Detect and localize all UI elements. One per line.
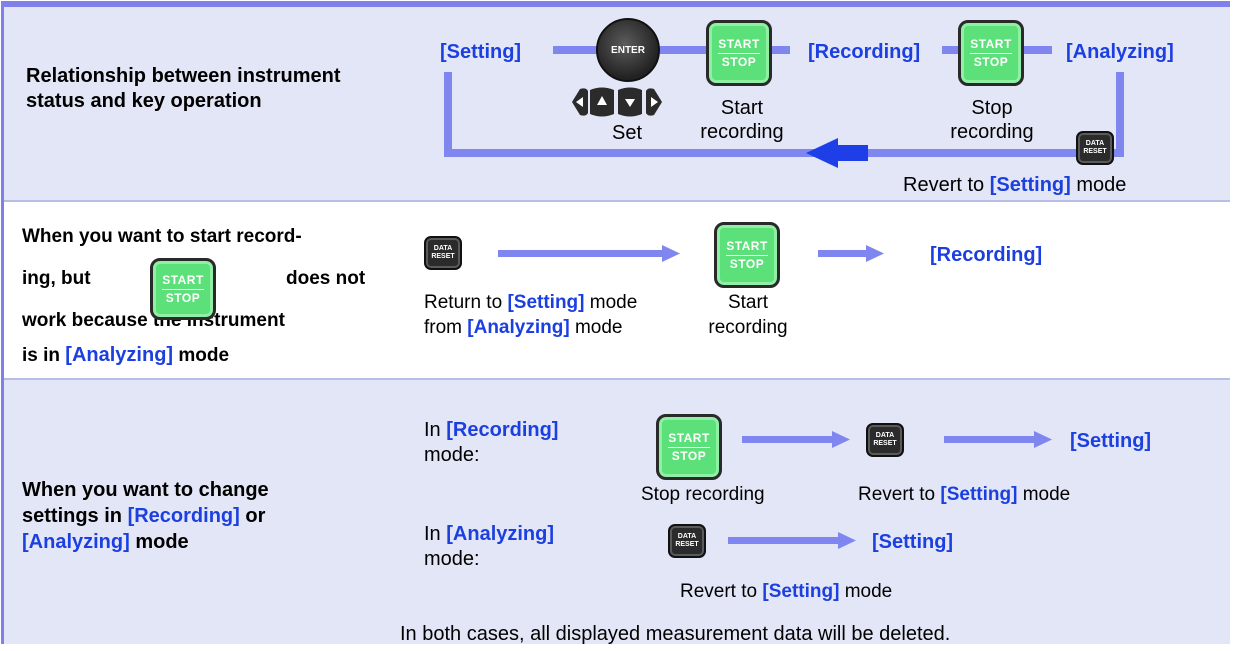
setting-enter-line (553, 46, 601, 54)
in-analyzing-label: In [Analyzing] mode: (424, 523, 555, 570)
start-recording-caption: Start recording (708, 292, 788, 338)
revert-arrow (806, 138, 868, 168)
row1-analyzing-label: [Analyzing] (1066, 41, 1174, 63)
row3-arrow2-head (1034, 431, 1052, 448)
row-change-settings (4, 380, 1230, 644)
row1-recording-label: [Recording] (808, 41, 921, 63)
row2-arrow1-head (662, 245, 680, 262)
row2-arrow1-shaft (498, 250, 664, 257)
row3-arrow3-head (838, 532, 856, 549)
row3-setting-label-1: [Setting] (1070, 430, 1152, 452)
row3-title: When you want to change settings in [Rec… (22, 479, 269, 553)
enter-key-icon: ENTER (596, 18, 660, 82)
start-analyzing-line (1022, 46, 1052, 54)
row2-arrow2-shaft (818, 250, 868, 257)
row2-recording-label: [Recording] (930, 244, 1043, 266)
stop-recording-caption: Stop recording (950, 97, 1034, 143)
in-recording-label: In [Recording] mode: (424, 419, 559, 466)
row3-arrow1-shaft (742, 436, 834, 443)
row3-arrow3-shaft (728, 537, 840, 544)
revert-caption: Revert to [Setting] mode (903, 174, 1127, 196)
revert-caption: Revert to [Setting] mode (680, 581, 893, 602)
row2-arrow2-head (866, 245, 884, 262)
recording-start-line (942, 46, 958, 54)
return-caption: Return to [Setting] mode from [Analyzing… (424, 292, 638, 338)
enter-start-line (660, 46, 710, 54)
arrow-keys-icon (572, 87, 662, 117)
revert-caption: Revert to [Setting] mode (858, 484, 1071, 505)
start-recording-line (770, 46, 790, 54)
row-start-recording (4, 200, 1230, 380)
stop-recording-caption: Stop recording (641, 484, 765, 505)
loop-right-line (1116, 72, 1124, 157)
deletion-note: In both cases, all displayed measurement… (400, 623, 951, 645)
loop-left-line (444, 72, 452, 157)
row3-arrow1-head (832, 431, 850, 448)
row1-setting-label: [Setting] (440, 41, 522, 63)
row3-setting-label-2: [Setting] (872, 531, 954, 553)
start-recording-caption: Start recording (700, 97, 784, 143)
row3-arrow2-shaft (944, 436, 1036, 443)
loop-bottom-line (444, 149, 1124, 157)
row1-title: Relationship between instrument status a… (26, 65, 341, 112)
row2-title: When you want to start record- ing, but … (22, 226, 366, 366)
set-label: Set (612, 122, 643, 144)
